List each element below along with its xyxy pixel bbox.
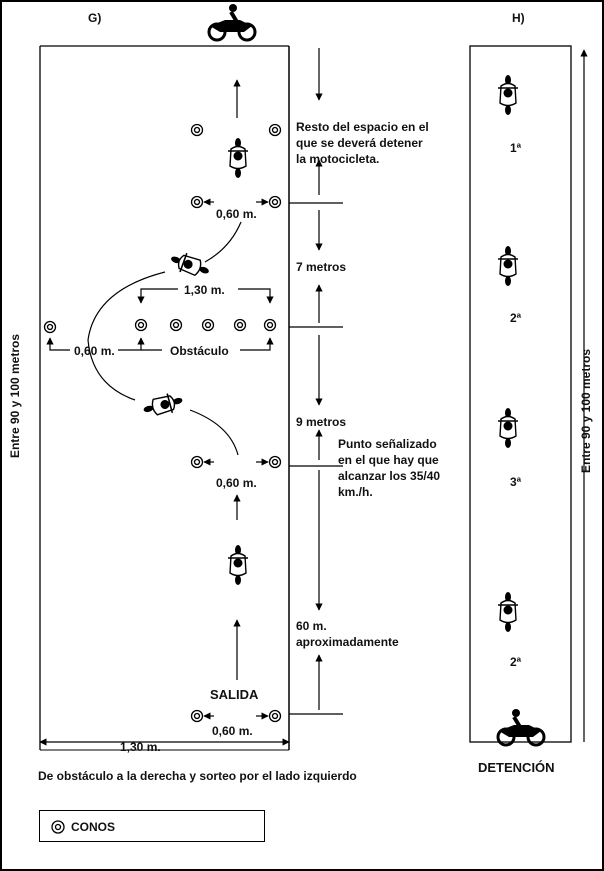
speed-point-line-1: Punto señalizado <box>338 437 437 451</box>
obstacle-label: Obstáculo <box>170 344 229 358</box>
speed-point-line-2: en el que hay que <box>338 453 439 467</box>
start-label: SALIDA <box>210 687 259 702</box>
motorcycle-icon <box>497 74 519 116</box>
cone-icon <box>134 318 148 332</box>
gap-060-bottom: 0,60 m. <box>212 724 253 738</box>
cone-icon <box>268 455 282 469</box>
gap-060-left: 0,60 m. <box>74 344 115 358</box>
gap-060-top: 0,60 m. <box>216 207 257 221</box>
motorcycle-icon <box>497 245 519 287</box>
sixty-metres-line-1: 60 m. <box>296 619 327 633</box>
speed-point-line-3: alcanzar los 35/40 <box>338 469 441 483</box>
trajectory <box>87 79 242 680</box>
motorcycle-icon <box>497 591 519 633</box>
cone-icon <box>190 709 204 723</box>
panel-h-label: H) <box>512 11 525 25</box>
rest-space-line-1: Resto del espacio en el <box>296 120 429 134</box>
rest-space-line-3: la motocicleta. <box>296 152 380 166</box>
cone-icon <box>268 709 282 723</box>
width-bottom: 1,30 m. <box>120 740 161 754</box>
cone-icon <box>268 123 282 137</box>
length-g-label: Entre 90 y 100 metros <box>8 333 22 459</box>
motorcycle-icon <box>140 389 186 421</box>
motorcycle-icon <box>227 544 249 586</box>
gap-arrows <box>39 198 290 746</box>
cone-icon <box>263 318 277 332</box>
gap-130: 1,30 m. <box>184 283 225 297</box>
cone-icon <box>268 195 282 209</box>
motorcycle-side-icon <box>207 4 257 42</box>
cone-icon <box>190 455 204 469</box>
speed-point-line-4: km./h. <box>338 485 373 499</box>
cone-icon <box>233 318 247 332</box>
sixty-metres-line-2: aproximadamente <box>296 635 399 649</box>
cone-icon <box>51 820 65 834</box>
seven-metres: 7 metros <box>296 260 347 274</box>
panel-g-label: G) <box>88 11 102 25</box>
cone-icon <box>201 318 215 332</box>
legend-label: CONOS <box>71 820 116 834</box>
rest-space-line-2: que se deverá detener <box>296 136 423 150</box>
caption: De obstáculo a la derecha y sorteo por e… <box>38 769 357 783</box>
motorcycle-icon <box>497 407 519 449</box>
cone-icon <box>190 123 204 137</box>
order-4: 2ª <box>510 655 522 669</box>
motorcycles-h <box>497 74 519 633</box>
length-h-label: Entre 90 y 100 metros <box>579 348 593 474</box>
cone-icon <box>43 320 57 334</box>
cone-icon <box>190 195 204 209</box>
motorcycle-icon <box>227 137 249 179</box>
legend: CONOS <box>39 810 265 842</box>
distance-markers <box>289 48 343 715</box>
order-2: 2ª <box>510 311 522 325</box>
gap-060-mid: 0,60 m. <box>216 476 257 490</box>
motorcycle-side-icon <box>496 709 546 747</box>
nine-metres: 9 metros <box>296 415 347 429</box>
motorcycle-icon <box>166 247 214 283</box>
panel-g-track <box>39 45 290 751</box>
panel-h-track <box>469 45 588 743</box>
stop-label: DETENCIÓN <box>478 760 555 775</box>
cone-icon <box>169 318 183 332</box>
order-3: 3ª <box>510 475 522 489</box>
order-1: 1ª <box>510 141 522 155</box>
